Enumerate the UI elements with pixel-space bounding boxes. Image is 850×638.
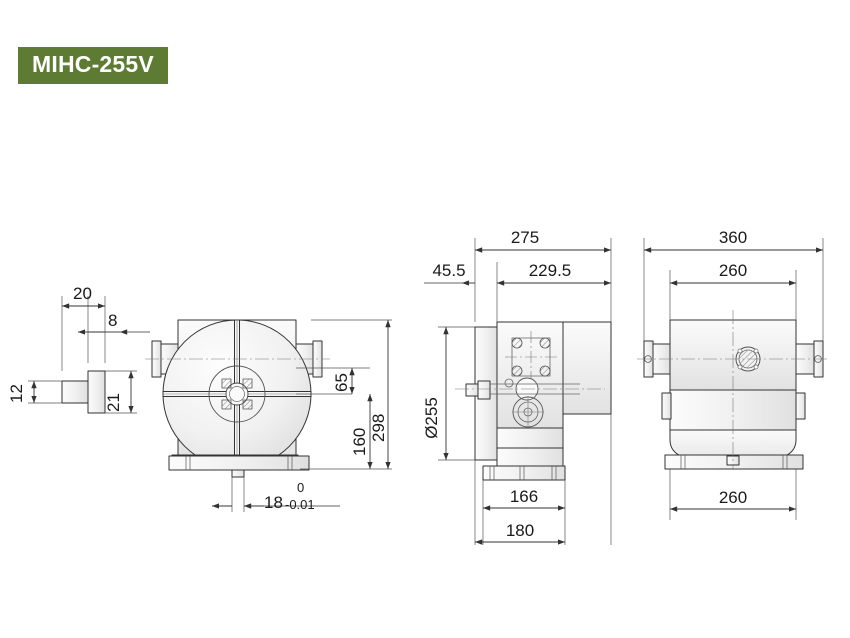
model-badge: MIHC-255V: [18, 47, 168, 84]
dim-260-bottom: 260: [719, 488, 747, 507]
dim-160: 160: [350, 428, 369, 456]
dim-21: 21: [104, 393, 123, 412]
key-detail-view: [28, 296, 150, 414]
dim-275: 275: [511, 228, 539, 247]
dim-65: 65: [332, 373, 351, 392]
dim-45-5: 45.5: [432, 261, 465, 280]
dim-18-tol-upper: 0: [297, 480, 304, 495]
dim-20: 20: [73, 284, 92, 303]
front-view: [145, 319, 392, 512]
dim-260-top: 260: [719, 261, 747, 280]
rear-view: [637, 238, 828, 520]
dim-298: 298: [369, 414, 388, 442]
side-view: [424, 238, 612, 545]
dim-8: 8: [108, 311, 117, 330]
dim-18: 18: [264, 493, 283, 512]
dim-180: 180: [506, 521, 534, 540]
dim-12: 12: [7, 384, 26, 403]
dim-dia-255: Ø255: [422, 397, 441, 439]
dim-166: 166: [510, 487, 538, 506]
dim-229-5: 229.5: [529, 261, 572, 280]
dim-360: 360: [719, 228, 747, 247]
dim-18-tol-lower: -0.01: [285, 497, 315, 512]
